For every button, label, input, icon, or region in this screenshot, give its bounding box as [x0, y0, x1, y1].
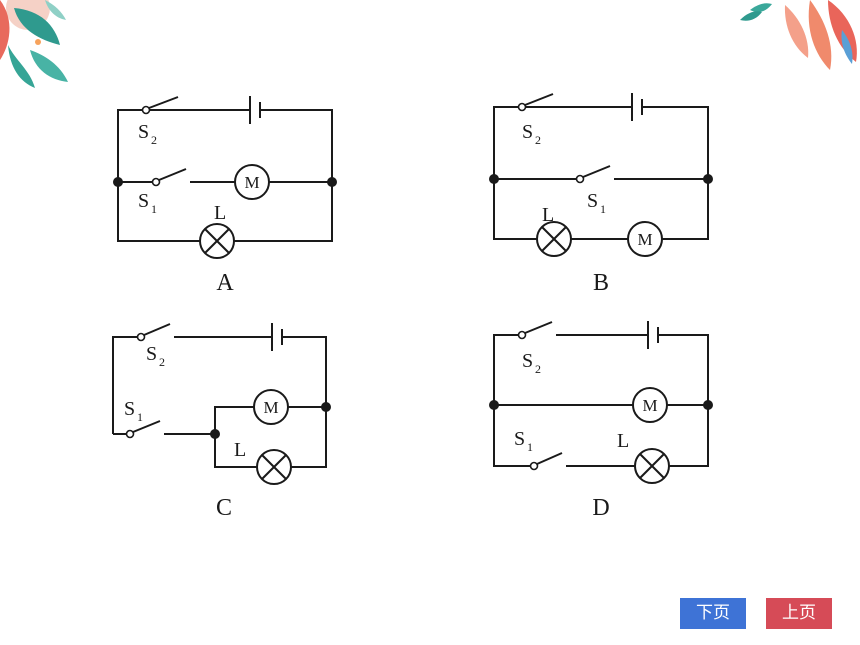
label-s1: S: [138, 190, 149, 212]
switch-s2: [524, 93, 554, 106]
next-page-button[interactable]: 下页: [680, 598, 746, 629]
label-lamp: L: [542, 204, 554, 226]
leaf-decoration-left: [0, 0, 68, 88]
circuit-b: S 2 S 1 L M B: [489, 93, 713, 296]
label-s1: S: [124, 398, 135, 420]
switch-s2: [524, 321, 553, 334]
label-lamp: L: [234, 439, 246, 461]
switch-s1: [582, 165, 611, 178]
label-s1: S: [514, 428, 525, 450]
leaf-decoration-right: [740, 0, 857, 70]
switch-s2: [143, 323, 171, 336]
circuit-c: S 2 S 1 M L C: [112, 323, 331, 521]
switch-s2-pivot: [141, 105, 151, 115]
label-motor: M: [263, 398, 278, 417]
switch-s1: [158, 168, 187, 181]
label-s2: S: [146, 343, 157, 365]
option-label-a: A: [216, 270, 234, 296]
svg-text:2: 2: [535, 133, 541, 147]
svg-text:1: 1: [527, 440, 533, 454]
svg-text:2: 2: [151, 133, 157, 147]
label-s1: S: [587, 190, 598, 212]
option-label-b: B: [593, 270, 609, 296]
label-lamp: L: [214, 202, 226, 224]
motor-symbol: [253, 389, 289, 425]
label-lamp: L: [617, 430, 629, 452]
label-motor: M: [637, 230, 652, 249]
option-label-d: D: [592, 495, 609, 521]
motor-symbol: [627, 221, 663, 257]
label-motor: M: [244, 173, 259, 192]
circuit-a: S 2 S 1 M L A: [113, 96, 337, 296]
label-s2: S: [138, 121, 149, 143]
switch-s1: [536, 452, 563, 465]
option-label-c: C: [216, 495, 232, 521]
circuit-d: S 2 S 1 M L D: [489, 321, 713, 521]
svg-text:1: 1: [600, 202, 606, 216]
label-s2: S: [522, 121, 533, 143]
svg-text:2: 2: [159, 355, 165, 369]
svg-text:1: 1: [137, 410, 143, 424]
switch-s1: [132, 420, 161, 433]
svg-text:1: 1: [151, 202, 157, 216]
svg-text:2: 2: [535, 362, 541, 376]
label-s2: S: [522, 350, 533, 372]
previous-page-button[interactable]: 上页: [766, 598, 832, 629]
label-motor: M: [642, 396, 657, 415]
switch-s2: [148, 96, 179, 109]
